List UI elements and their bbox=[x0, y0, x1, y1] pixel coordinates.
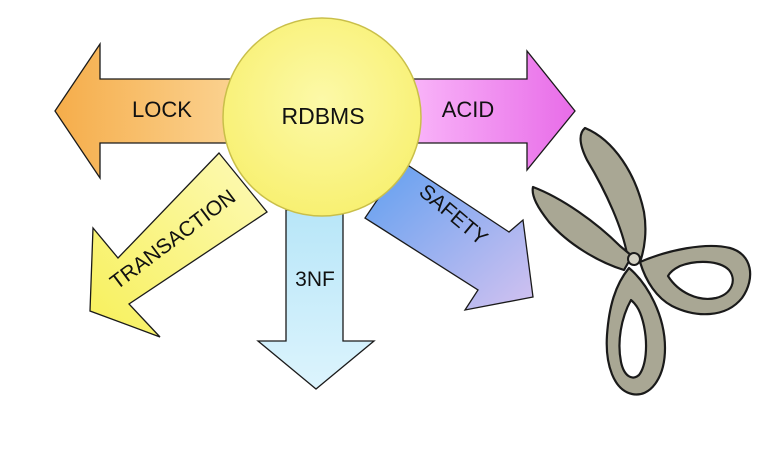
arrow-lock-label: LOCK bbox=[132, 97, 192, 122]
arrow-acid: ACID bbox=[379, 49, 576, 172]
scissors-lower-blade bbox=[531, 185, 634, 272]
arrow-3nf-shape bbox=[256, 209, 376, 390]
arrow-transaction: TRANSACTION bbox=[89, 152, 268, 338]
arrow-3nf: 3NF bbox=[256, 209, 376, 390]
arrow-acid-label: ACID bbox=[442, 97, 495, 122]
scissors-handle-right bbox=[638, 244, 752, 316]
arrow-3nf-label: 3NF bbox=[295, 268, 335, 291]
rdbms-label: RDBMS bbox=[281, 103, 364, 129]
arrow-safety-shape bbox=[364, 161, 534, 311]
scissors-icon bbox=[531, 126, 752, 396]
rdbms-circle bbox=[222, 17, 422, 217]
rdbms-node: RDBMS bbox=[222, 17, 422, 217]
scissors-handle-left bbox=[605, 266, 667, 396]
scissors-pivot bbox=[627, 252, 641, 266]
arrow-transaction-shape bbox=[89, 152, 268, 338]
